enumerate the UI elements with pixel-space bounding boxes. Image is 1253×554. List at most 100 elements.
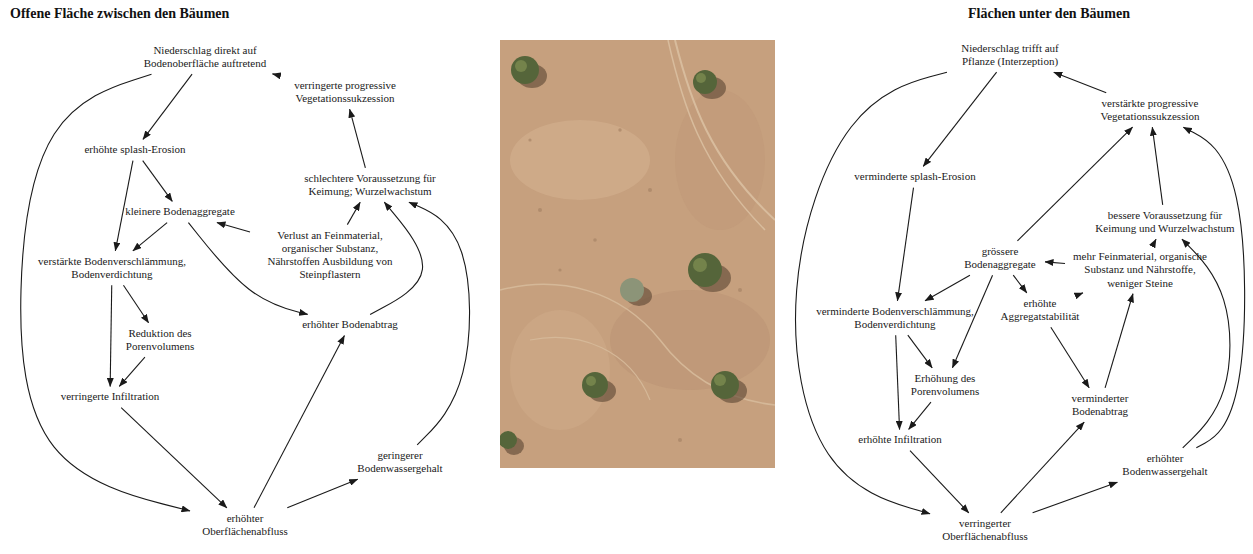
aerial-photo <box>500 40 775 468</box>
concept-text: bessere Voraussetzung für Keimung und Wu… <box>1093 208 1237 236</box>
vehicle-track <box>500 284 775 405</box>
shrub-dot <box>593 238 597 242</box>
arrow-connector <box>952 275 992 368</box>
concept-text: verminderte Bodenverschlämmung, Bodenver… <box>813 304 977 332</box>
shrub-dot <box>528 138 531 141</box>
node-text: geringerer Bodenwassergehalt <box>350 449 450 475</box>
node-text: erhöhter Oberflächenabfluss <box>195 512 295 538</box>
node-text: verminderter Bodenabtrag <box>1058 392 1143 418</box>
node-text: verstärkte progressive Vegetationssukzes… <box>1088 97 1213 123</box>
vehicle-track <box>530 338 650 401</box>
node-text: Niederschlag direkt auf Bodenoberfläche … <box>143 44 268 70</box>
node-text: Verlust an Feinmaterial, organischer Sub… <box>255 229 405 282</box>
arrow-connector <box>923 72 996 166</box>
arrow-connector <box>143 74 192 139</box>
concept-text: grössere Bodenaggregate <box>958 244 1042 272</box>
arrow-connector <box>796 72 947 514</box>
concept-text: erhöhter Oberflächenabfluss <box>193 511 297 539</box>
vehicle-track <box>675 40 775 220</box>
arrow-connector <box>350 109 366 168</box>
concept-text: kleinere Bodenaggregate <box>123 204 237 219</box>
node-text: kleinere Bodenaggregate <box>125 205 235 218</box>
arrow-connector <box>1013 275 1027 293</box>
shrub-dot <box>678 438 682 442</box>
tree-highlight <box>696 73 706 83</box>
concept-text: Niederschlag direkt auf Bodenoberfläche … <box>141 43 270 71</box>
tree-highlight <box>515 60 527 72</box>
arrow-connector <box>287 479 357 508</box>
arrow-connector <box>133 223 167 251</box>
panel-heading: Flächen unter den Bäumen <box>968 6 1130 22</box>
tree-crown <box>582 372 608 398</box>
node-text: erhöhte splash-Erosion <box>84 143 185 156</box>
node-text: verminderte Bodenverschlämmung, Bodenver… <box>815 305 975 331</box>
node-text: Erhöhung des Porenvolumens <box>903 372 988 398</box>
arrow-connector <box>1081 292 1083 294</box>
arrow-connector <box>273 74 278 75</box>
arrow-connector <box>121 408 227 508</box>
arrow-connector <box>254 336 344 508</box>
concept-text: erhöhte Infiltration <box>856 432 943 447</box>
concept-text: verminderter Bodenabtrag <box>1056 391 1145 419</box>
vehicle-track <box>668 40 765 230</box>
tree-highlight <box>714 374 726 386</box>
tree-highlight <box>586 376 596 386</box>
shrub-dot <box>558 268 561 271</box>
ground-patch <box>510 310 610 430</box>
tree-crown <box>693 70 717 94</box>
photo-ground <box>500 40 775 468</box>
arrow-connector <box>925 275 970 301</box>
concept-text: Reduktion des Porenvolumens <box>111 326 210 354</box>
node-text: bessere Voraussetzung für Keimung und Wu… <box>1095 209 1235 235</box>
node-text: verringerte Infiltration <box>61 390 160 403</box>
arrow-connector <box>110 285 112 386</box>
arrow-connector <box>409 202 470 445</box>
concept-text: Erhöhung des Porenvolumens <box>901 371 990 399</box>
arrow-connector <box>347 202 360 224</box>
shrub-dot <box>538 208 542 212</box>
node-text: verminderte splash-Erosion <box>854 170 975 183</box>
node-text: erhöhte Infiltration <box>858 433 941 446</box>
concept-text: schlechtere Voraussetzung für Keimung; W… <box>293 171 447 199</box>
node-text: mehr Feinmaterial, organische Substanz u… <box>1070 250 1210 290</box>
arrow-connector <box>910 451 969 513</box>
tree-crown <box>688 253 722 287</box>
node-text: erhöhter Bodenwassergehalt <box>1120 452 1210 478</box>
concept-text: verringerter Oberflächenabfluss <box>933 516 1037 544</box>
node-text: Niederschlag trifft auf Pflanze (Interze… <box>950 42 1070 68</box>
concept-text: verringerte Infiltration <box>59 389 162 404</box>
concept-text: verstärkte progressive Vegetationssukzes… <box>1086 96 1215 124</box>
panel-heading: Offene Fläche zwischen den Bäumen <box>10 6 229 22</box>
shrub-dot <box>648 188 652 192</box>
concept-text: verminderte splash-Erosion <box>852 169 977 184</box>
tree-highlight <box>693 258 707 272</box>
tree-crowns <box>500 56 739 449</box>
arrow-connector <box>1152 127 1162 205</box>
concept-text: geringerer Bodenwassergehalt <box>348 448 452 476</box>
ground-patch <box>510 120 650 200</box>
arrow-connector <box>1051 327 1089 388</box>
node-text: schlechtere Voraussetzung für Keimung; W… <box>295 172 445 198</box>
node-text: Reduktion des Porenvolumens <box>113 327 208 353</box>
arrow-connector <box>1105 294 1133 388</box>
concept-text: erhöhte splash-Erosion <box>82 142 187 157</box>
node-text: erhöhter Bodenabtrag <box>302 318 398 331</box>
tree-crown <box>620 278 644 302</box>
tree-crown <box>511 56 539 84</box>
concept-text: mehr Feinmaterial, organische Substanz u… <box>1068 249 1212 291</box>
node-text: erhöhte Aggregatstabilität <box>995 297 1085 323</box>
arrow-connector <box>21 74 190 511</box>
shrub-dots <box>528 128 742 442</box>
concept-text: verringerte progressive Vegetationssukze… <box>281 78 410 106</box>
arrow-connector <box>123 285 148 323</box>
shrub-dot <box>618 128 621 131</box>
concept-text: verstärkte Bodenverschlämmung, Bodenverd… <box>33 254 192 282</box>
node-text: grössere Bodenaggregate <box>960 245 1040 271</box>
connector-group <box>21 72 1245 514</box>
tree-shadows <box>504 64 747 455</box>
arrow-connector <box>217 223 250 232</box>
arrow-connector <box>908 335 932 368</box>
arrow-connector <box>143 161 173 202</box>
arrow-connector <box>897 188 913 301</box>
